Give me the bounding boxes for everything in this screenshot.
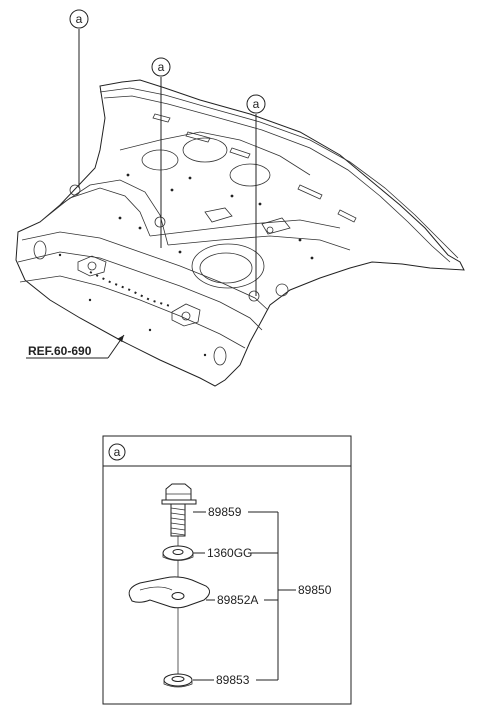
callout-letter: a [253,97,260,111]
grommet-part [163,673,193,688]
rear-floor-panel-illustration [15,79,465,387]
reference-label: REF.60-690 [28,344,92,358]
callout-letter: a [158,60,165,74]
bolt-part [161,483,197,537]
callout-a-center: a [151,57,171,77]
washer-part [162,545,194,561]
part-number-bolt: 89859 [208,505,242,519]
detail-header-letter: a [114,445,121,459]
bracket-part [128,576,210,609]
part-number-washer: 1360GG [207,546,252,560]
part-number-bracket: 89852A [217,593,258,607]
callout-a-right: a [246,94,266,114]
callout-letter: a [76,12,83,26]
callout-a-left: a [69,9,89,29]
detail-box-header: a [108,443,126,461]
detail-box: a [102,435,352,705]
part-number-grommet: 89853 [216,673,250,687]
part-number-assembly: 89850 [298,583,332,597]
reference-callout: REF.60-690 [26,334,125,359]
